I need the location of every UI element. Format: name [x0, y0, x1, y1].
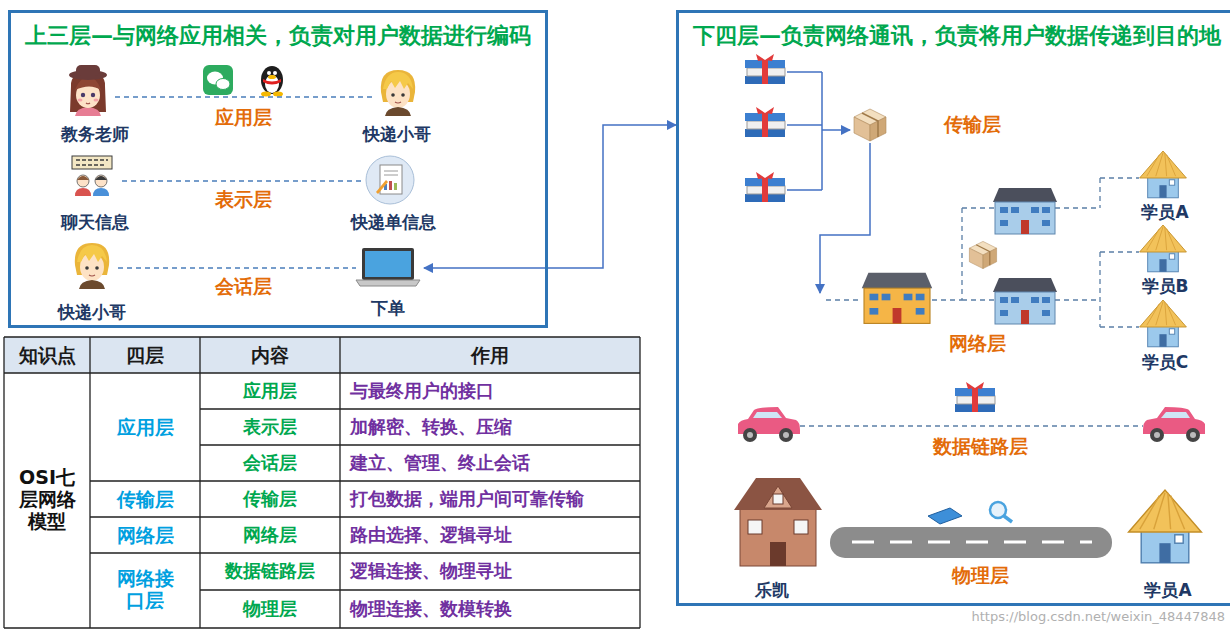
table-cell: 传输层	[243, 488, 297, 510]
magnifier-icon	[990, 502, 1006, 518]
table-cell: 物理连接、数模转换	[350, 598, 512, 620]
flow-arrow	[822, 129, 850, 131]
figure-caption: 学员A	[1141, 202, 1188, 222]
router-building	[993, 278, 1057, 324]
books-icon	[955, 382, 995, 412]
books-icon	[745, 172, 785, 202]
courier-figure	[381, 70, 415, 116]
table-header-cell: 内容	[251, 344, 289, 367]
table-cell: OSI七层网络模型	[17, 467, 77, 533]
table-cell: 数据链路层	[225, 560, 315, 582]
wechat-icon	[203, 65, 233, 95]
layer-name: 网络层	[949, 332, 1006, 355]
table-cell: 打包数据，端用户间可靠传输	[350, 488, 584, 510]
table-cell: 网络层	[117, 524, 174, 547]
road-marking	[852, 541, 1092, 544]
student-hut	[1140, 300, 1187, 347]
layer-name: 物理层	[952, 564, 1009, 587]
figure-caption: 快递单信息	[351, 212, 436, 232]
figure-caption: 教务老师	[61, 124, 129, 144]
panel-title: 下四层—负责网络通讯，负责将用户数据传递到目的地	[693, 23, 1221, 49]
car-icon	[1143, 407, 1205, 442]
dashed-link	[1055, 252, 1139, 327]
package-icon	[854, 109, 886, 141]
figure-caption: 学员C	[1142, 352, 1188, 372]
figure-caption: 下单	[371, 298, 405, 318]
laptop-icon	[356, 248, 420, 286]
sender-house	[734, 478, 822, 566]
table-cell: 加解密、转换、压缩	[350, 416, 512, 438]
table-cell: 网络接口层	[115, 568, 175, 612]
merge-line	[787, 72, 822, 190]
road	[830, 527, 1112, 558]
router-building	[993, 188, 1057, 234]
table-cell: 路由选择、逻辑寻址	[350, 524, 512, 546]
layer-group-panel: 下四层—负责网络通讯，负责将用户数据传递到目的地	[676, 10, 1230, 606]
table-header-cell: 作用	[471, 344, 509, 367]
dashed-link	[122, 180, 362, 182]
layer-group-panel: 上三层—与网络应用相关，负责对用户数据进行编码下单	[8, 10, 548, 328]
courier-figure	[75, 243, 109, 289]
figure-caption: 快递小哥	[58, 302, 126, 322]
layer-name: 传输层	[944, 113, 1001, 136]
student-hut	[1129, 490, 1202, 563]
table-cell: 会话层	[243, 452, 297, 474]
figure-caption: 学员A	[1144, 580, 1191, 600]
teacher-figure	[69, 65, 107, 116]
books-icon	[745, 107, 785, 137]
waybill-icon	[366, 156, 414, 204]
table-cell: 应用层	[243, 380, 297, 402]
table-grid	[4, 337, 640, 628]
router-building	[862, 273, 932, 324]
table-cell: 传输层	[117, 488, 174, 511]
table-header-cell: 知识点	[19, 344, 76, 367]
table-cell: 应用层	[117, 416, 174, 439]
student-hut	[1140, 151, 1187, 198]
table-cell: 逻辑连接、物理寻址	[350, 560, 512, 582]
table-cell: 表示层	[243, 416, 297, 438]
watermark: https://blog.csdn.net/weixin_48447848	[971, 609, 1225, 625]
magnifier-icon	[1004, 516, 1012, 522]
table-header-cell: 四层	[126, 344, 164, 367]
table-cell: 物理层	[243, 598, 297, 620]
table-cell: 网络层	[243, 524, 297, 546]
dashed-link	[800, 425, 1143, 426]
table-cell: 与最终用户的接口	[350, 380, 494, 402]
figure-caption: 学员B	[1142, 276, 1189, 296]
car-icon	[738, 407, 800, 442]
books-icon	[745, 54, 785, 84]
layer-name: 数据链路层	[933, 435, 1028, 458]
order-laptop-node: 下单	[352, 240, 424, 320]
table-cell: 建立、管理、终止会话	[350, 452, 530, 474]
connector-arrow	[424, 125, 676, 268]
book-icon	[928, 508, 962, 524]
figure-caption: 快递小哥	[363, 124, 431, 144]
layer-name: 表示层	[215, 188, 272, 211]
dashed-link	[115, 96, 372, 98]
panel-title: 上三层—与网络应用相关，负责对用户数据进行编码	[25, 23, 531, 49]
dashed-link	[118, 267, 356, 269]
layer-name: 会话层	[215, 275, 272, 298]
chat-icon	[72, 156, 112, 196]
layer-name: 应用层	[215, 106, 272, 129]
dashed-link	[826, 299, 862, 300]
qq-icon	[261, 66, 283, 97]
figure-caption: 乐凯	[755, 580, 789, 600]
package-icon	[969, 241, 996, 268]
student-hut	[1140, 225, 1187, 272]
figure-caption: 聊天信息	[61, 212, 129, 232]
table-header-band	[4, 337, 640, 373]
dashed-link	[1055, 178, 1139, 208]
flow-arrow	[820, 143, 870, 293]
